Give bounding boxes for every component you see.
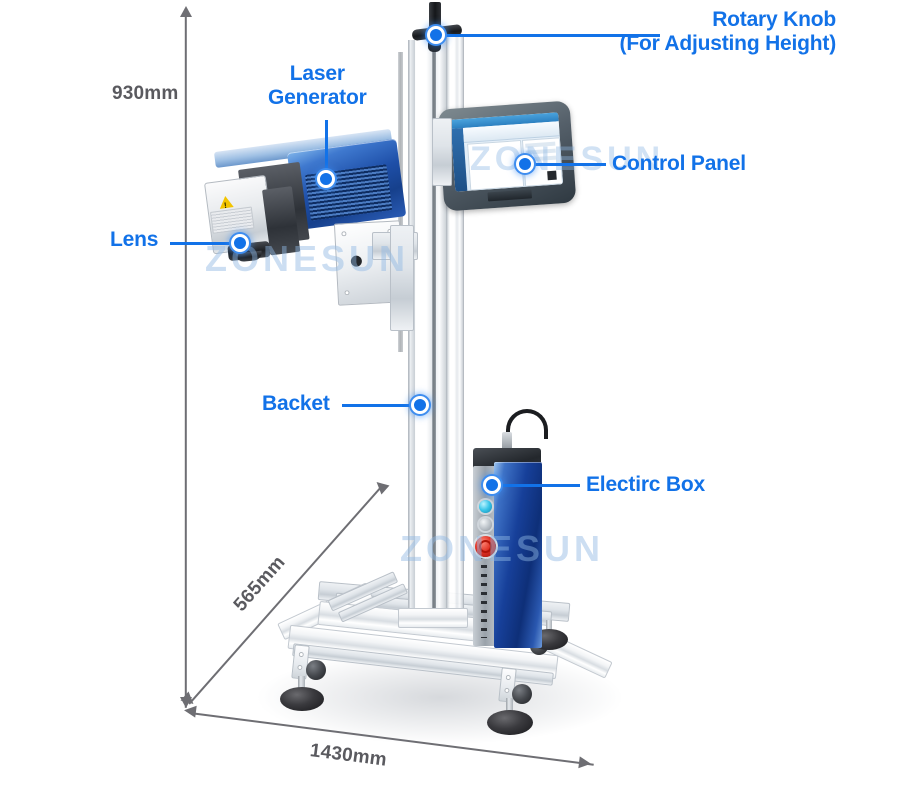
laser-mount-clamp — [390, 225, 414, 331]
sidebox-bolt — [341, 231, 347, 237]
column-base-plate — [398, 608, 468, 628]
leader-line-control-panel — [524, 163, 606, 166]
foot-stem — [506, 698, 513, 713]
marker-dot-backet — [411, 396, 429, 414]
column-edge-highlight — [410, 40, 415, 626]
key-switch[interactable] — [479, 518, 492, 531]
marker-dot-laser-generator — [317, 170, 335, 188]
control-panel-brand-plate — [487, 189, 533, 202]
marker-dot-electirc-box — [483, 476, 501, 494]
foot-pad — [487, 710, 533, 735]
bracket-bolt — [505, 674, 512, 681]
leader-line-laser-generator — [325, 120, 328, 176]
caster-wheel — [512, 684, 532, 704]
electric-box-cable — [506, 409, 548, 439]
foot-pad — [280, 687, 324, 711]
dimension-label-height: 930mm — [112, 83, 179, 104]
marker-dot-lens — [231, 234, 249, 252]
control-panel-arm — [432, 118, 452, 186]
sidebox-bolt — [344, 290, 350, 296]
marker-dot-control-panel — [516, 155, 534, 173]
foot-stem — [298, 676, 305, 690]
dimension-arrow-height-top — [180, 6, 192, 17]
leader-line-backet — [342, 404, 422, 407]
dimension-arrow-height-bottom — [180, 697, 192, 708]
power-button[interactable] — [479, 500, 492, 513]
bracket-bolt — [504, 687, 510, 694]
caster-wheel — [306, 660, 326, 680]
callout-electirc-box: Electirc Box — [586, 473, 705, 496]
bracket-bolt — [298, 651, 305, 658]
brand-watermark: ZONESUN — [470, 140, 665, 178]
column-slot-rail — [432, 44, 436, 622]
callout-control-panel: Control Panel — [612, 152, 746, 175]
electric-box-connector — [502, 432, 512, 450]
leader-line-lens — [170, 242, 248, 245]
callout-rotary-knob: Rotary Knob (For Adjusting Height) — [619, 8, 837, 55]
emergency-stop-ring — [479, 540, 492, 553]
electric-box-body — [494, 462, 542, 648]
foot-stem — [546, 620, 552, 632]
leader-line-rotary-knob — [444, 34, 660, 37]
marker-dot-rotary-knob — [427, 26, 445, 44]
brand-watermark: ZONESUN — [400, 528, 605, 569]
emergency-stop-button[interactable] — [475, 536, 496, 557]
rotary-knob-stem — [429, 2, 441, 30]
bracket-bolt — [297, 664, 303, 671]
callout-lens: Lens — [110, 228, 159, 251]
callout-laser-generator: Laser Generator — [268, 62, 367, 109]
leader-line-electirc-box — [500, 484, 580, 487]
electric-box-vent — [481, 538, 487, 638]
callout-backet: Backet — [262, 392, 330, 415]
